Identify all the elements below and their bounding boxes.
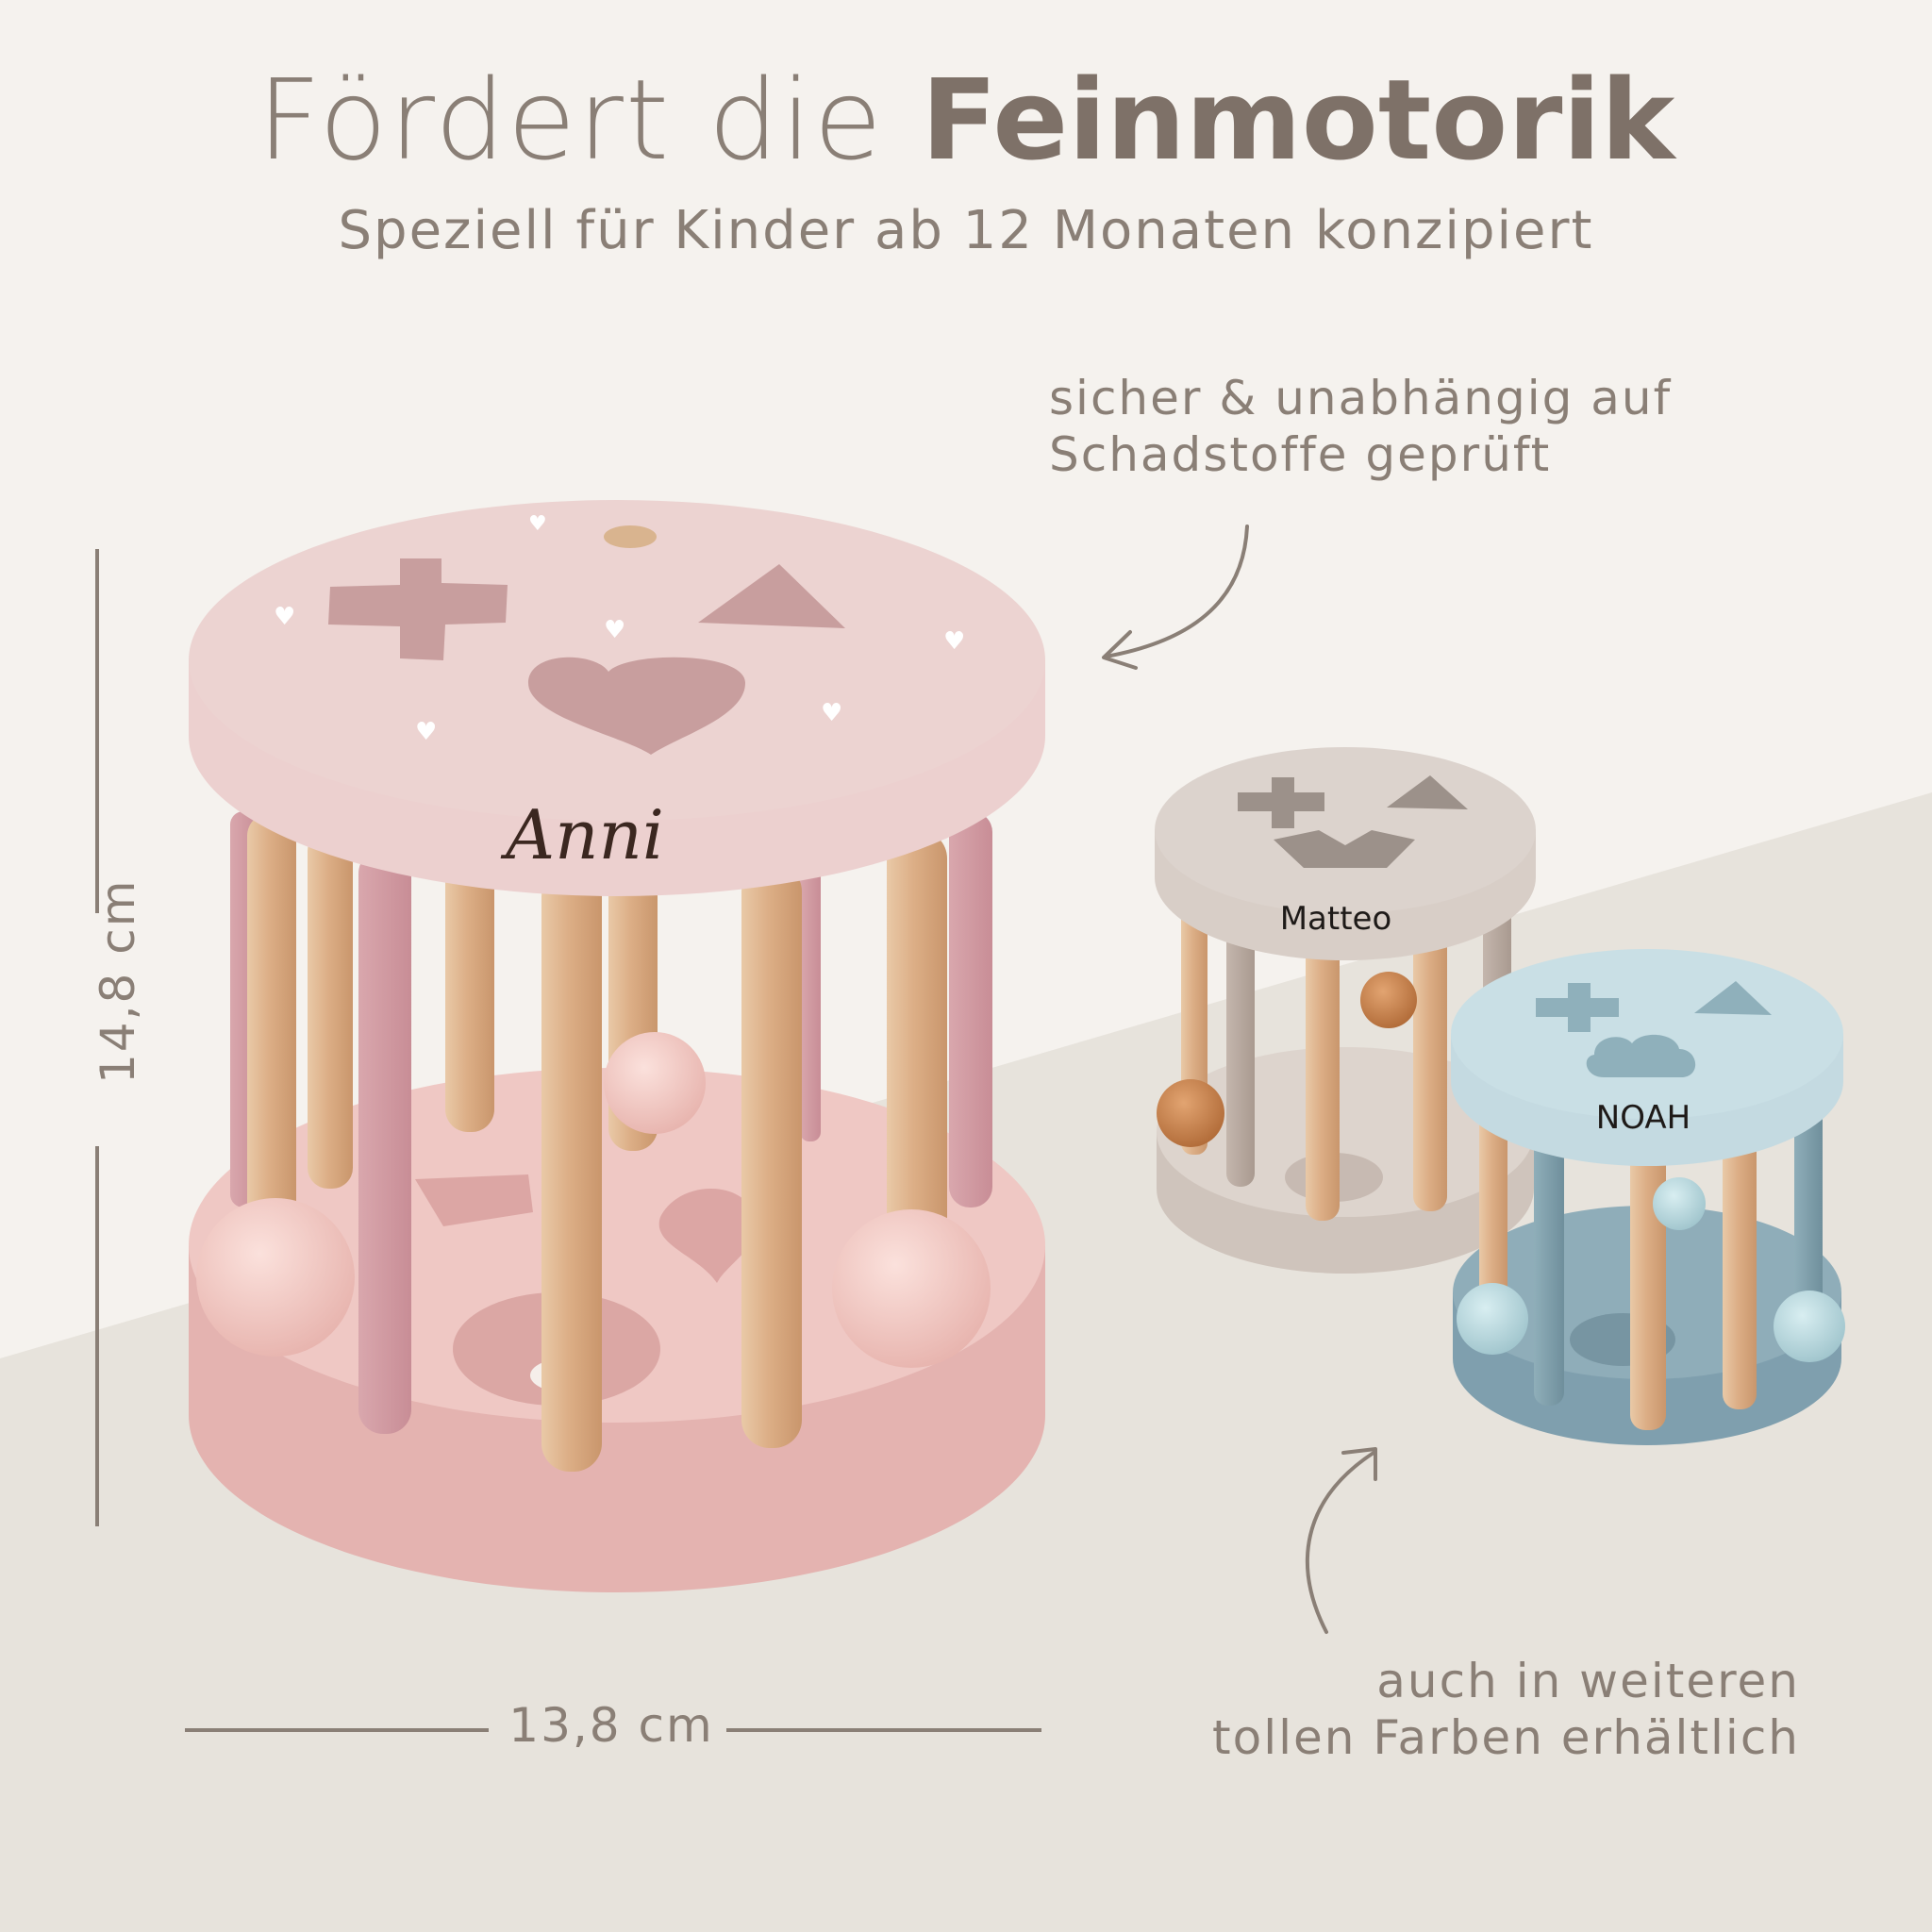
blue-ball	[1457, 1283, 1528, 1355]
pink-base-hole-cross	[415, 1174, 533, 1226]
height-dimension-label: 14,8 cm	[91, 878, 145, 1084]
grey-lid-hole-triangle	[1387, 775, 1468, 809]
grey-lid-top	[1155, 747, 1536, 913]
blue-lid-hole-triangle	[1694, 981, 1772, 1015]
rod	[247, 813, 296, 1266]
safety-callout-line: Schadstoffe geprüft	[1049, 427, 1552, 482]
heart-decoration-icon: ♥	[274, 603, 295, 631]
title-regular: Fördert die	[257, 55, 884, 185]
blue-name-engraving: NOAH	[1596, 1099, 1690, 1137]
brown-ball	[1157, 1079, 1224, 1147]
rod	[887, 830, 947, 1274]
rod	[358, 849, 411, 1434]
pink-name-engraving: Anni	[500, 795, 664, 874]
blue-lid-top	[1451, 949, 1843, 1119]
grey-name-engraving: Matteo	[1280, 900, 1392, 938]
rod	[1413, 928, 1447, 1211]
blue-ball	[1653, 1177, 1706, 1230]
pink-lid-top	[189, 500, 1045, 821]
pink-lid-peg	[604, 525, 657, 548]
heart-decoration-icon: ♥	[415, 718, 437, 746]
rod	[308, 830, 353, 1189]
page-subtitle: Speziell für Kinder ab 12 Monaten konzip…	[338, 200, 1594, 261]
colors-callout-line: auch in weiteren	[1376, 1654, 1800, 1708]
heart-decoration-icon: ♥	[821, 699, 842, 727]
page-title: Fördert die Feinmotorik	[0, 55, 1932, 185]
pink-ball	[832, 1209, 991, 1368]
colors-callout-line: tollen Farben erhältlich	[1212, 1710, 1800, 1765]
rod	[1479, 1094, 1507, 1302]
pink-lid-hole-triangle	[698, 564, 845, 628]
grey-lid-hole-angel	[1274, 830, 1415, 868]
brown-ball	[1360, 972, 1417, 1028]
pink-lid-hole-heart	[528, 657, 745, 755]
blue-ball	[1774, 1291, 1845, 1362]
arrow-to-toy-icon	[1104, 525, 1249, 658]
shape-sorter-pink: ♥ ♥ ♥ ♥ ♥ ♥ Anni	[189, 500, 1045, 1592]
safety-callout: sicher & unabhängig auf Schadstoffe gepr…	[1049, 370, 1672, 483]
grey-lid-hole-cross	[1238, 777, 1324, 828]
arrow-to-variants-icon	[1305, 1451, 1375, 1634]
pink-base-hole-heart	[658, 1189, 757, 1283]
pink-ball	[196, 1198, 355, 1357]
shape-sorter-grey: Matteo	[1155, 747, 1536, 1274]
rod	[445, 849, 494, 1132]
rod	[1723, 1117, 1757, 1409]
width-dimension-label: 13,8 cm	[508, 1698, 714, 1753]
pink-ball	[604, 1032, 706, 1134]
rod	[1306, 928, 1340, 1221]
rod	[800, 830, 821, 1141]
arrow-head-left-icon	[1102, 630, 1138, 670]
pink-lid-hole-cross	[328, 558, 508, 660]
colors-callout: auch in weiteren tollen Farben erhältlic…	[1212, 1653, 1800, 1766]
heart-decoration-icon: ♥	[528, 512, 547, 536]
heart-decoration-icon: ♥	[604, 616, 625, 644]
blue-lid-hole-cloud	[1586, 1034, 1696, 1077]
rod	[741, 863, 802, 1448]
safety-callout-line: sicher & unabhängig auf	[1049, 371, 1673, 425]
rod	[541, 868, 602, 1472]
title-bold: Feinmotorik	[921, 55, 1675, 185]
rod	[1794, 1094, 1823, 1321]
rod	[949, 811, 992, 1208]
shape-sorter-blue: NOAH	[1451, 949, 1845, 1445]
rod	[1534, 1104, 1564, 1406]
arrow-head-up-icon	[1341, 1447, 1377, 1481]
rod	[1226, 913, 1255, 1187]
blue-lid-hole-cross	[1536, 983, 1619, 1032]
heart-decoration-icon: ♥	[943, 627, 965, 656]
